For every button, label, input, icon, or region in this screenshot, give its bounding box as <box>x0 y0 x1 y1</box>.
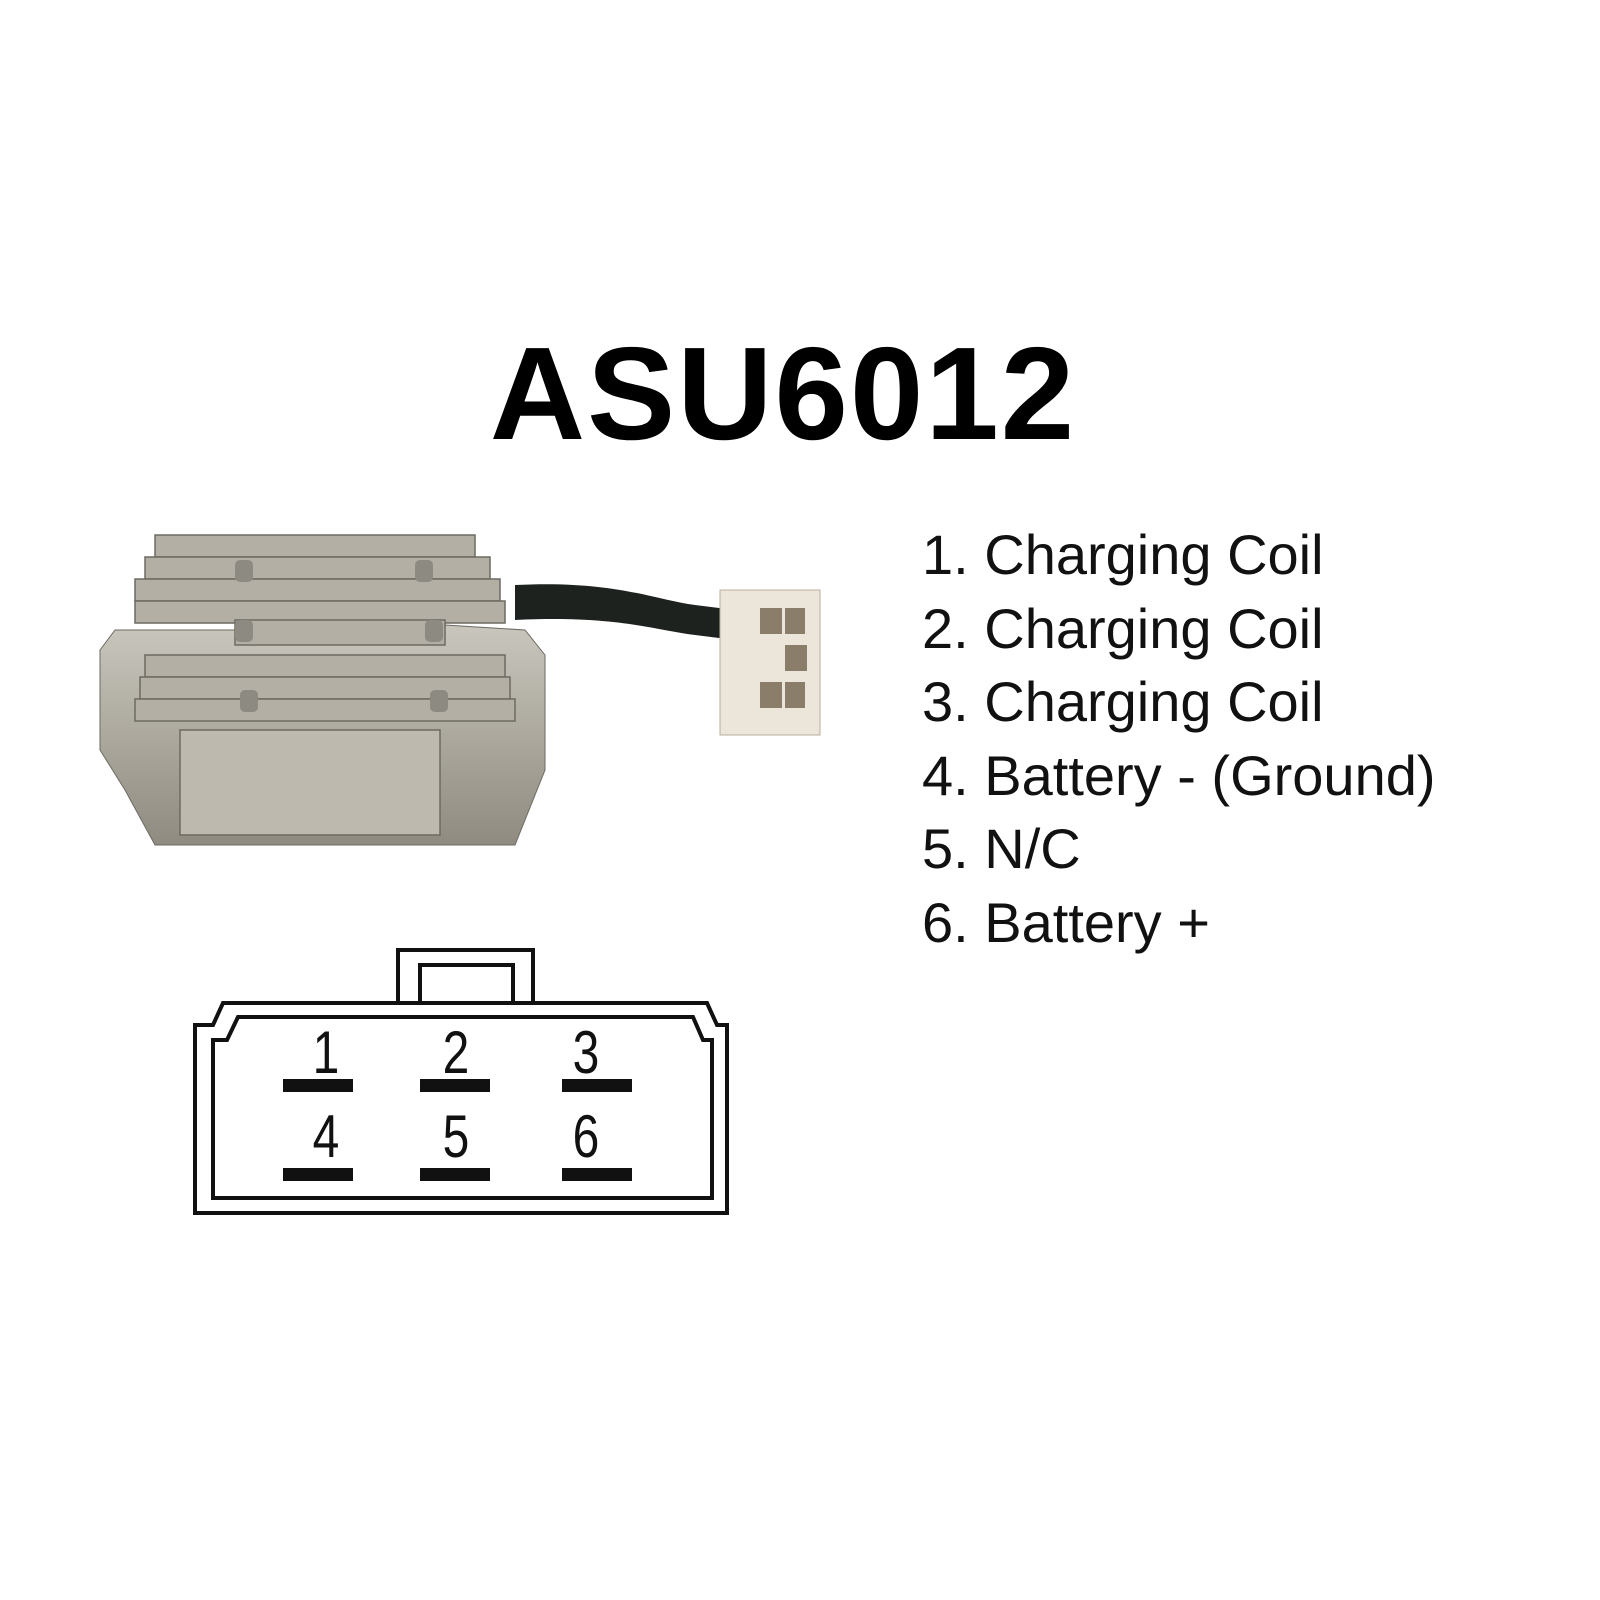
pin-5-terminal <box>420 1168 490 1181</box>
regulator-photo <box>99 534 821 846</box>
pin-number-4: 4 <box>312 1103 340 1170</box>
pin-number-6: 6 <box>572 1103 600 1170</box>
pin-legend-item: 6. Battery + <box>922 890 1210 954</box>
pin-number-3: 3 <box>572 1019 600 1086</box>
pin-legend-item: 3. Charging Coil <box>922 670 1324 733</box>
pin-legend-item: 5. N/C <box>922 817 1081 880</box>
pin-terminals <box>283 1079 632 1181</box>
pin-4-terminal <box>283 1168 353 1181</box>
pin-number-5: 5 <box>442 1103 470 1170</box>
pin-3-terminal <box>562 1079 632 1092</box>
part-number-title: ASU6012 <box>489 320 1077 467</box>
plug-housing <box>719 589 821 736</box>
pin-6-terminal <box>562 1168 632 1181</box>
pin-legend-item: 2. Charging Coil <box>922 596 1324 660</box>
pin-number-2: 2 <box>442 1019 470 1086</box>
pin-1-terminal <box>283 1079 353 1092</box>
pin-legend-item: 4. Battery - (Ground) <box>922 743 1436 807</box>
pin-2-terminal <box>420 1079 490 1092</box>
pin-legend-item: 1. Charging Coil <box>922 523 1324 586</box>
pin-number-1: 1 <box>312 1019 340 1086</box>
pin-legend: 1. Charging Coil 2. Charging Coil 3. Cha… <box>922 518 1436 959</box>
